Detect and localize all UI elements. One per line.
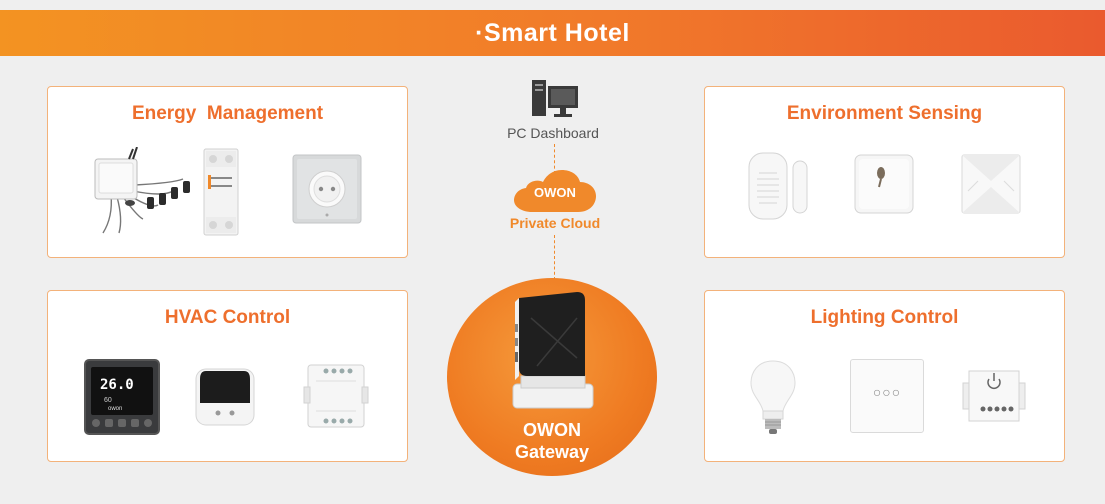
temperature-sensor-icon (854, 154, 914, 214)
touch-switch-symbol: ○○○ (872, 384, 902, 400)
pc-dashboard-icon (532, 80, 578, 117)
motion-sensor-icon (961, 154, 1021, 214)
card-lighting-control: Lighting Control ○○○ (704, 290, 1065, 462)
card-hvac-control: HVAC Control 26.0 60 owon (47, 290, 408, 462)
relay-module-icon (303, 364, 369, 428)
page-title-banner: ·Smart Hotel (0, 10, 1105, 56)
ir-controller-icon (195, 368, 255, 426)
touch-switch-icon: ○○○ (850, 359, 924, 433)
card-title-lighting: Lighting Control (810, 307, 959, 328)
thermostat-sub-reading: 60 (104, 397, 112, 404)
card-environment-sensing: Environment Sensing (704, 86, 1065, 258)
cloud-brand: OWON (534, 185, 576, 200)
door-sensor-icon (748, 152, 808, 220)
wall-socket-icon (292, 154, 362, 224)
thermostat-reading: 26.0 (100, 377, 134, 393)
switch-module-icon (962, 370, 1026, 422)
card-title-hvac: HVAC Control (164, 307, 291, 328)
gateway-device-icon (512, 292, 594, 409)
thermostat-brand: owon (108, 406, 123, 412)
card-title-environment: Environment Sensing (786, 103, 983, 124)
cloud-icon (514, 170, 596, 212)
din-rail-meter-icon (203, 148, 239, 236)
gateway-circle: OWON Gateway (447, 278, 657, 476)
connector-cloud-gateway (554, 235, 555, 280)
light-bulb-icon (750, 360, 796, 434)
card-energy-management: Energy Management (47, 86, 408, 258)
page-title: ·Smart Hotel (475, 19, 630, 47)
power-meter-icon (94, 147, 190, 234)
cloud-label: Private Cloud (509, 215, 601, 231)
pc-dashboard-label: PC Dashboard (507, 125, 599, 141)
thermostat-icon: 26.0 60 owon (84, 359, 160, 435)
card-title-energy: Energy Management (131, 103, 324, 124)
gateway-label-line2: Gateway (514, 442, 590, 462)
gateway-label-line1: OWON (523, 420, 581, 440)
connector-pc-cloud (554, 144, 555, 174)
